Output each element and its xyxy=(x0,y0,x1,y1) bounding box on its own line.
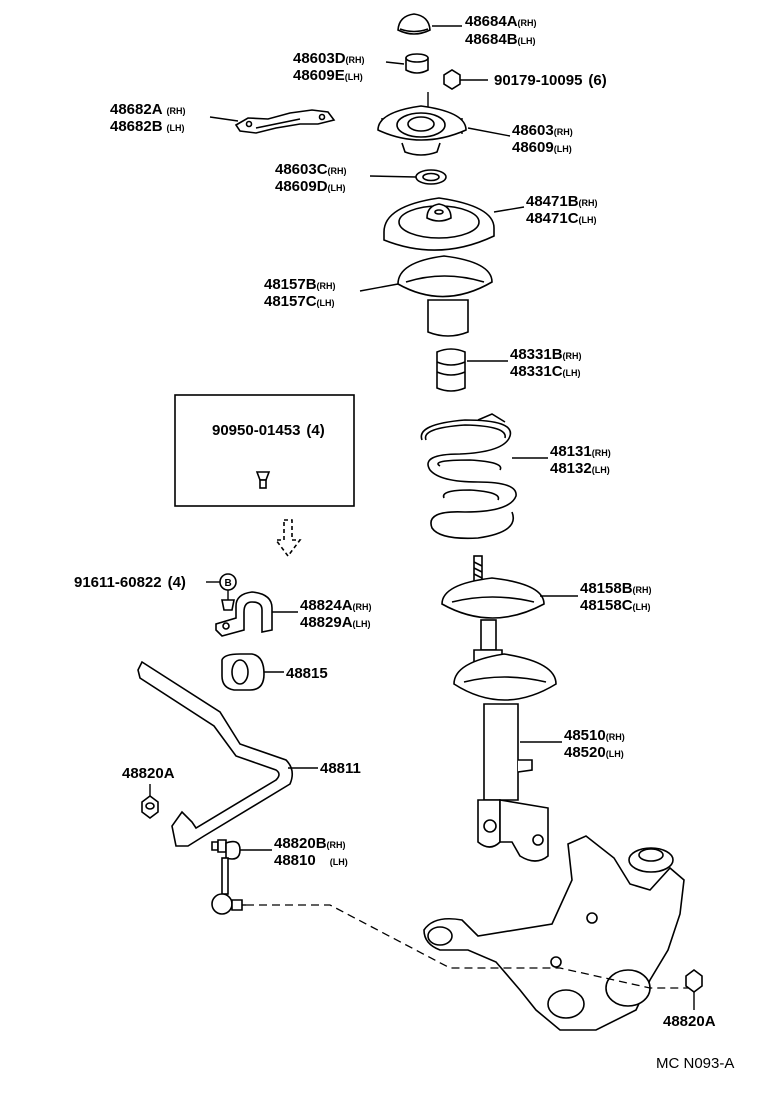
nut-lower-part xyxy=(685,969,703,1010)
label-inset-part: 90950-01453(4) xyxy=(212,422,325,439)
steering-knuckle-part xyxy=(423,835,685,1031)
label-upper-support-lh: 48609(LH) xyxy=(512,139,572,156)
label-spring-upper-seat-rh: 48471B(RH) xyxy=(526,193,598,210)
nut-upper-part xyxy=(141,795,159,819)
reinforcement-part xyxy=(234,109,336,134)
label-lower-insulator-rh: 48158B(RH) xyxy=(580,580,652,597)
stabilizer-bar-part xyxy=(137,660,294,847)
label-stabilizer-link-lh: 48810(LH) xyxy=(274,852,348,869)
upper-support-part xyxy=(377,92,467,156)
label-support-washer-lh: 48609D(LH) xyxy=(275,178,346,195)
label-nut-6: 90179-10095(6) xyxy=(494,72,607,89)
bump-stopper-part xyxy=(436,348,466,392)
figure-code: MC N093-A xyxy=(656,1055,734,1072)
label-reinforcement-lh: 48682B(LH) xyxy=(110,118,185,135)
bolt-b-part xyxy=(219,573,237,611)
label-bump-stopper-lh: 48331C(LH) xyxy=(510,363,581,380)
stabilizer-link-part xyxy=(211,839,246,915)
upper-insulator-part xyxy=(397,255,493,337)
label-upper-insulator-rh: 48157B(RH) xyxy=(264,276,336,293)
label-stabilizer-bracket-rh: 48824A(RH) xyxy=(300,597,372,614)
label-upper-insulator-lh: 48157C(LH) xyxy=(264,293,335,310)
spring-upper-seat-part xyxy=(383,197,495,251)
stabilizer-bracket-part xyxy=(215,591,273,637)
support-nut-cap-part xyxy=(405,53,429,74)
label-nut-upper: 48820A xyxy=(122,765,175,782)
upper-support-cap-part xyxy=(397,13,431,35)
label-stabilizer-bushing: 48815 xyxy=(286,665,328,682)
bolt-b-marker: B xyxy=(225,578,232,589)
label-nut-lower: 48820A xyxy=(663,1013,716,1030)
label-support-washer-rh: 48603C(RH) xyxy=(275,161,347,178)
label-stabilizer-bracket-lh: 48829A(LH) xyxy=(300,614,371,631)
coil-spring-part xyxy=(420,413,517,540)
shock-absorber-part xyxy=(453,619,557,862)
label-stabilizer-link-rh: 48820B(RH) xyxy=(274,835,346,852)
label-bump-stopper-rh: 48331B(RH) xyxy=(510,346,582,363)
label-lower-insulator-lh: 48158C(LH) xyxy=(580,597,651,614)
lower-insulator-part xyxy=(441,555,545,619)
nut-6-part xyxy=(443,69,488,90)
label-upper-support-cap-lh: 48684B(LH) xyxy=(465,31,536,48)
label-upper-support-cap-rh: 48684A(RH) xyxy=(465,13,537,30)
label-coil-spring-rh: 48131(RH) xyxy=(550,443,611,460)
label-support-nut-cap-rh: 48603D(RH) xyxy=(293,50,365,67)
support-washer-part xyxy=(415,169,447,185)
label-bolt-b: 91611-60822(4) xyxy=(74,574,186,591)
label-spring-upper-seat-lh: 48471C(LH) xyxy=(526,210,597,227)
label-support-nut-cap-lh: 48609E(LH) xyxy=(293,67,363,84)
inset-box xyxy=(174,394,355,558)
label-reinforcement-rh: 48682A(RH) xyxy=(110,101,186,118)
label-shock-absorber-rh: 48510(RH) xyxy=(564,727,625,744)
stabilizer-bushing-part xyxy=(221,653,265,691)
label-stabilizer-bar: 48811 xyxy=(320,760,361,777)
label-coil-spring-lh: 48132(LH) xyxy=(550,460,610,477)
label-upper-support-rh: 48603(RH) xyxy=(512,122,573,139)
label-shock-absorber-lh: 48520(LH) xyxy=(564,744,624,761)
